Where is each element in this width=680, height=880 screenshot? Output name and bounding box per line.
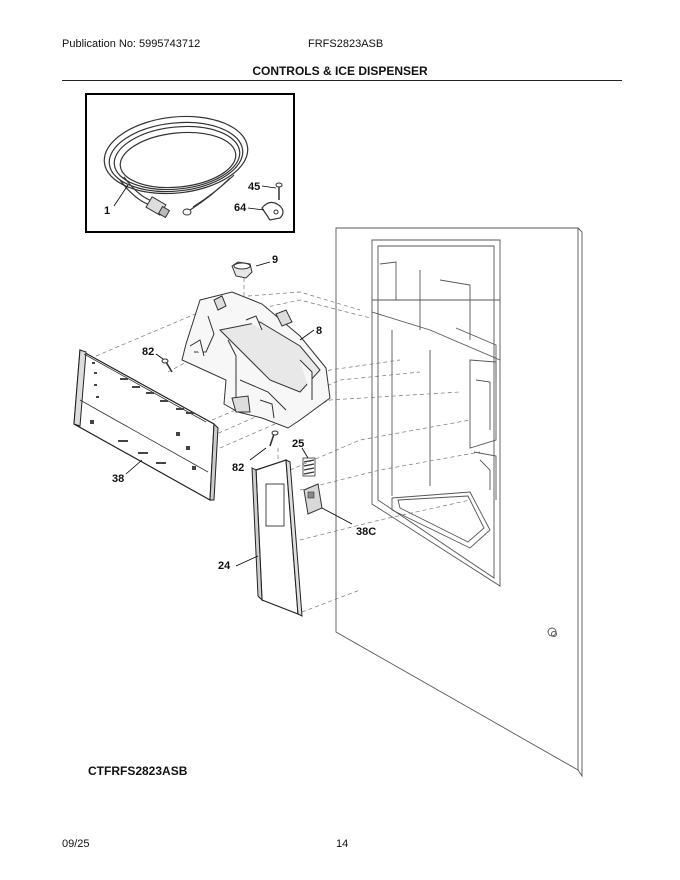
callout-38: 38 <box>112 473 124 485</box>
page-title: CONTROLS & ICE DISPENSER <box>252 64 428 78</box>
callout-82-upper: 82 <box>142 346 154 358</box>
footer-date: 09/25 <box>62 838 90 850</box>
switch-38c: 38C <box>303 483 376 538</box>
title-rule <box>62 80 622 81</box>
dispenser-housing-8 <box>181 291 331 429</box>
callout-25: 25 <box>292 438 304 450</box>
callout-82-lower: 82 <box>232 462 244 474</box>
screw-82-lower: 82 <box>232 430 279 474</box>
callout-64: 64 <box>234 202 247 214</box>
paddle-24: 24 <box>218 459 303 617</box>
tube-end-fitting <box>145 196 171 219</box>
spring-25: 25 <box>292 438 316 477</box>
page-number: 14 <box>336 838 349 850</box>
chute-cap-9: 9 <box>231 254 278 279</box>
assembly-guide-lines <box>95 278 481 613</box>
callout-24: 24 <box>218 560 231 572</box>
diagram-model-code: CTFRFS2823ASB <box>88 764 188 778</box>
tube-open-end <box>182 208 192 216</box>
screw-45 <box>275 182 283 200</box>
model-number: FRFS2823ASB <box>308 38 384 50</box>
control-panel-38: 38 <box>73 349 219 501</box>
callout-1: 1 <box>104 205 110 217</box>
door-outline <box>335 227 583 778</box>
callout-9: 9 <box>272 254 278 266</box>
water-tube-coil <box>103 115 249 211</box>
publication-number: Publication No: 5995743712 <box>62 38 201 50</box>
clamp-64 <box>261 201 284 221</box>
tubing-inset: 1 45 64 <box>85 93 295 233</box>
screw-82-upper: 82 <box>142 346 173 373</box>
callout-38c: 38C <box>356 526 376 538</box>
callout-45: 45 <box>248 181 260 193</box>
callout-8: 8 <box>316 325 322 337</box>
